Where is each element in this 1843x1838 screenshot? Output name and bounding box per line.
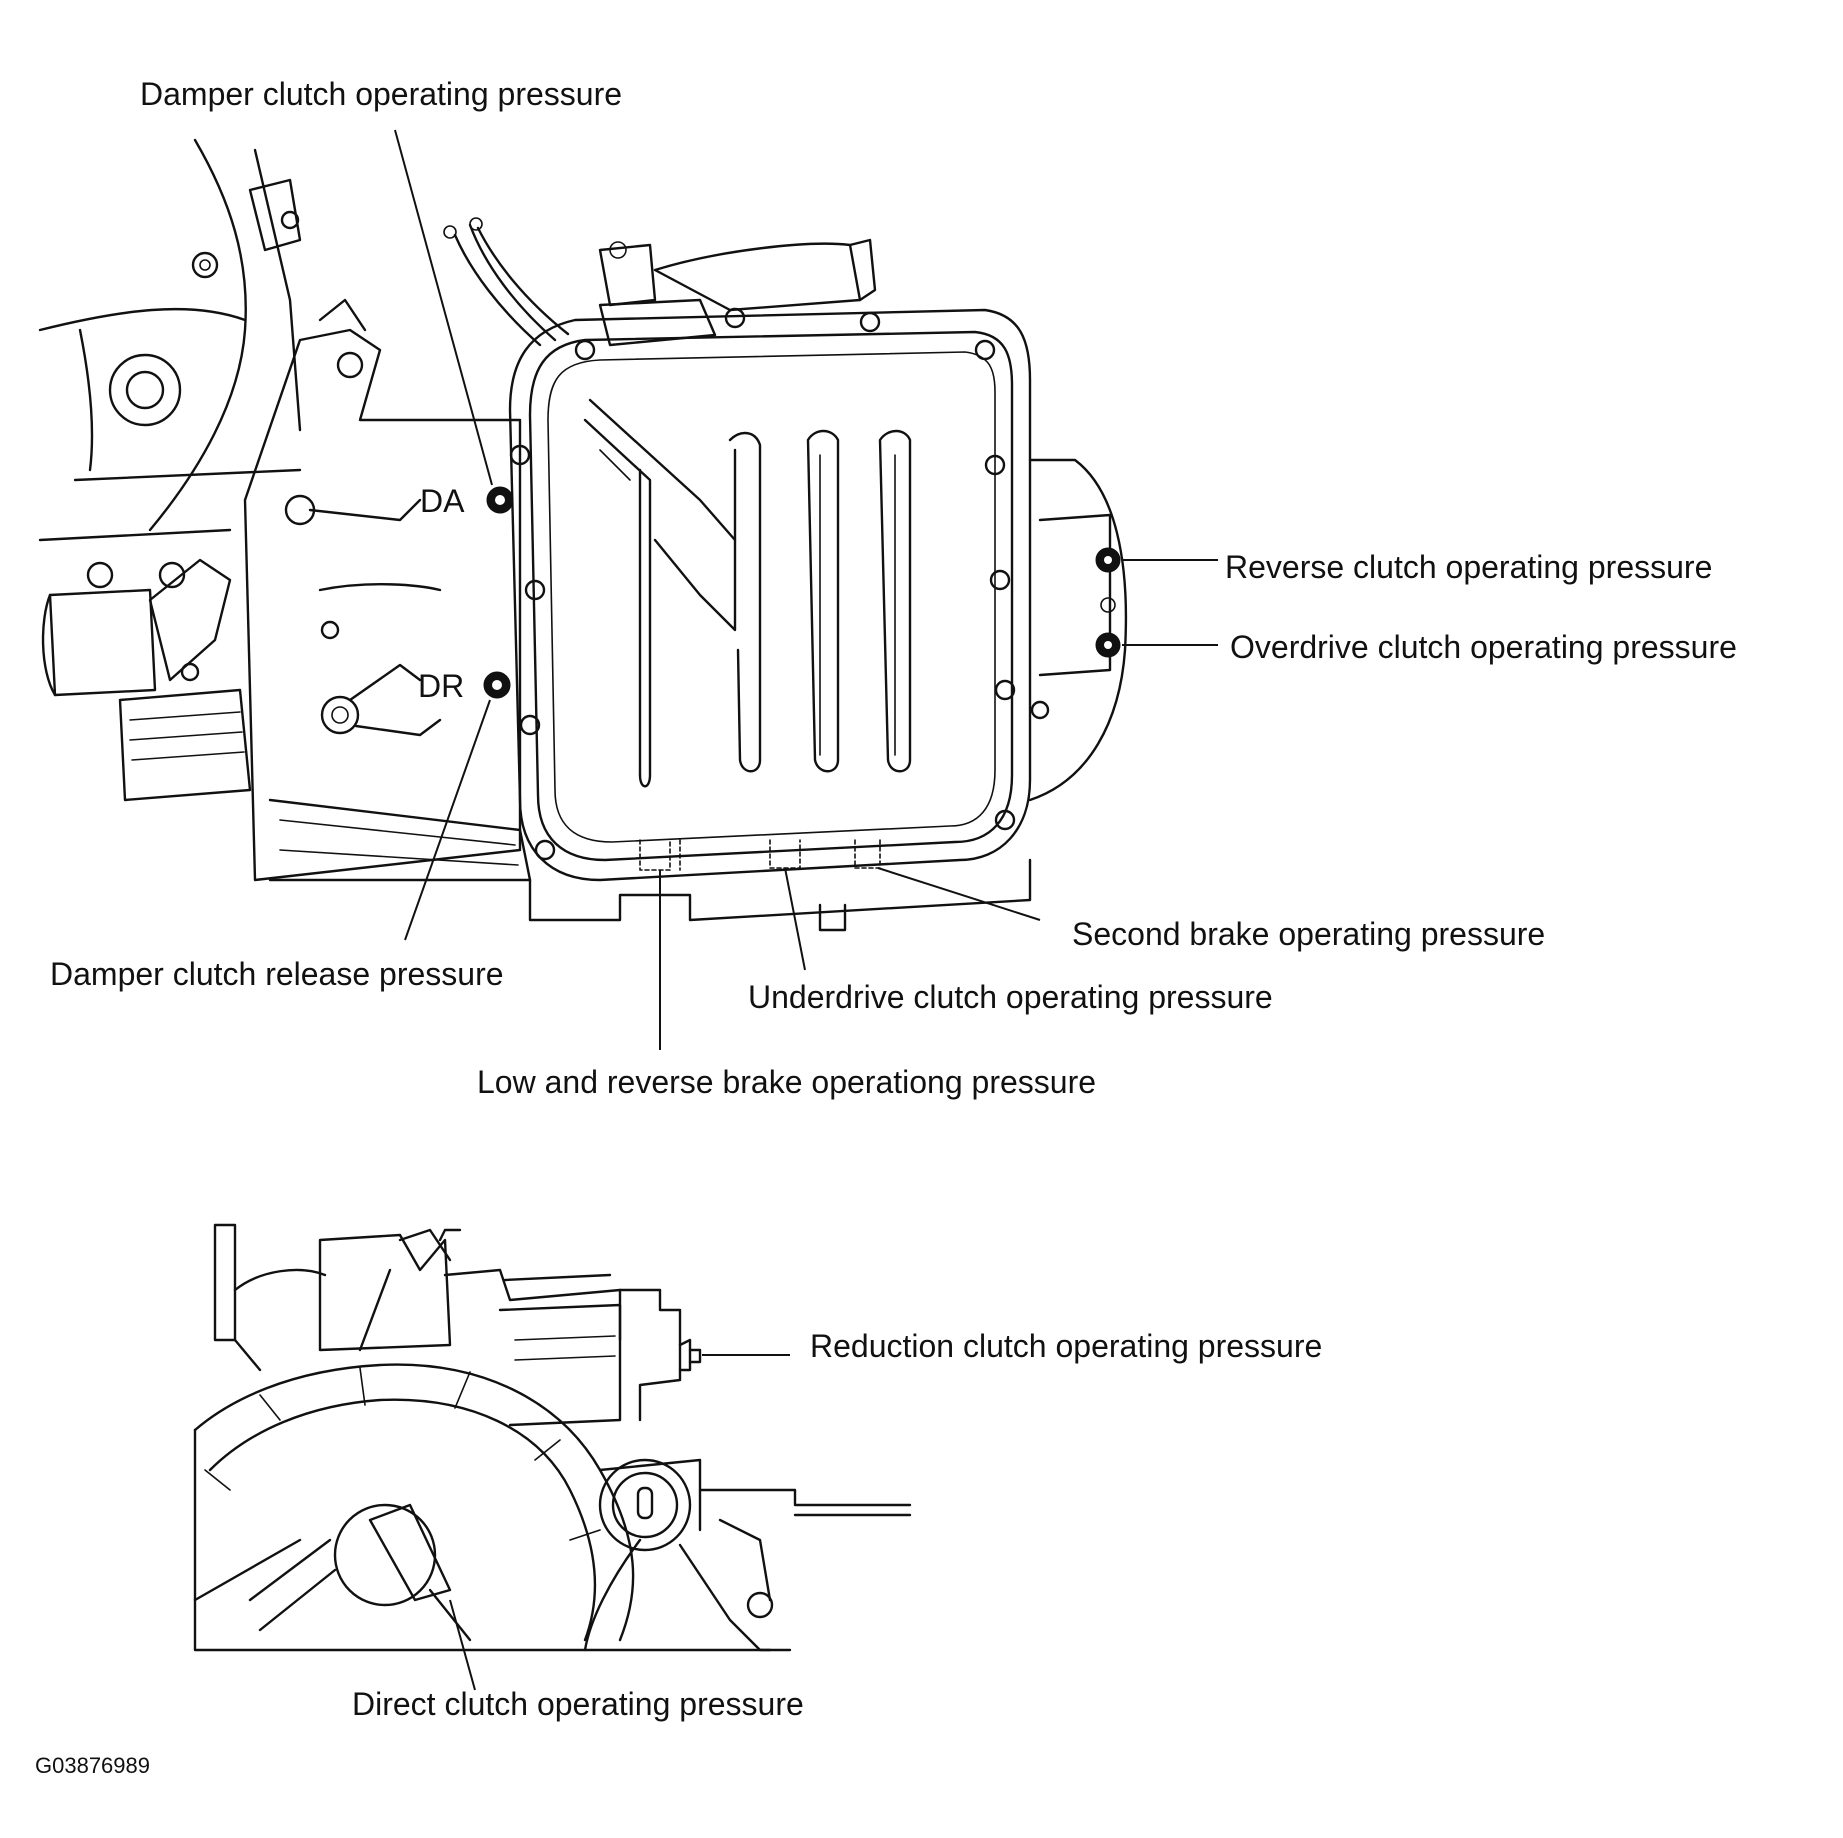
label-reverse-clutch: Reverse clutch operating pressure [1225, 549, 1712, 585]
figure-code: G03876989 [35, 1753, 150, 1778]
label-low-reverse-brake: Low and reverse brake operationg pressur… [477, 1064, 1096, 1100]
leader-direct-clutch [449, 1599, 476, 1691]
leader-damper-clutch-release [404, 699, 491, 941]
label-damper-clutch-release: Damper clutch release pressure [50, 956, 504, 992]
leader-second-brake [877, 867, 1041, 921]
leader-damper-clutch-operating [394, 129, 493, 486]
pressure-port-plugs [483, 486, 1121, 699]
leader-underdrive-clutch [784, 867, 806, 971]
transaxle-drawing [38, 138, 1128, 932]
leader-lines-top [394, 129, 1218, 1050]
leader-lines-bottom [449, 1354, 790, 1691]
label-dr-port: DR [418, 668, 464, 704]
label-underdrive-clutch: Underdrive clutch operating pressure [748, 979, 1273, 1015]
label-damper-clutch-operating: Damper clutch operating pressure [140, 76, 622, 112]
label-overdrive-clutch: Overdrive clutch operating pressure [1230, 629, 1737, 665]
label-direct-clutch: Direct clutch operating pressure [352, 1686, 804, 1722]
label-reduction-clutch: Reduction clutch operating pressure [810, 1328, 1322, 1364]
end-view-drawing [193, 1223, 912, 1652]
label-second-brake: Second brake operating pressure [1072, 916, 1545, 952]
label-da-port: DA [420, 483, 465, 519]
labels: Damper clutch operating pressure DA DR R… [35, 76, 1737, 1778]
